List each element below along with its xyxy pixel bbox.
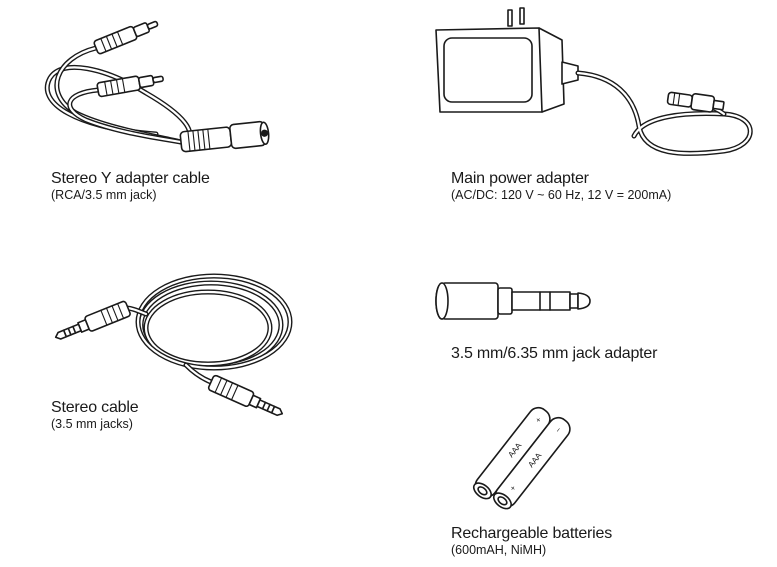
rechargeable-batteries-illustration: AAA + AAA − + [472, 406, 571, 510]
stereo-cable-subtitle: (3.5 mm jacks) [51, 417, 133, 431]
y-adapter-title: Stereo Y adapter cable [51, 170, 210, 187]
stereo-cable-title: Stereo cable [51, 399, 139, 416]
jack-adapter-title: 3.5 mm/6.35 mm jack adapter [451, 345, 658, 362]
y-adapter-subtitle: (RCA/3.5 mm jack) [51, 188, 157, 202]
svg-text:+: + [533, 415, 543, 424]
batteries-title: Rechargeable batteries [451, 525, 613, 542]
jack-adapter-illustration [435, 282, 591, 320]
stereo-cable-illustration [54, 273, 293, 417]
svg-text:−: − [553, 425, 563, 434]
svg-text:+: + [508, 483, 518, 492]
power-adapter-title: Main power adapter [451, 170, 589, 187]
main-power-adapter-illustration [435, 7, 753, 156]
power-adapter-subtitle: (AC/DC: 120 V ~ 60 Hz, 12 V = 200mA) [451, 188, 672, 202]
batteries-subtitle: (600mAH, NiMH) [451, 543, 547, 557]
stereo-y-adapter-cable-illustration [44, 20, 270, 153]
